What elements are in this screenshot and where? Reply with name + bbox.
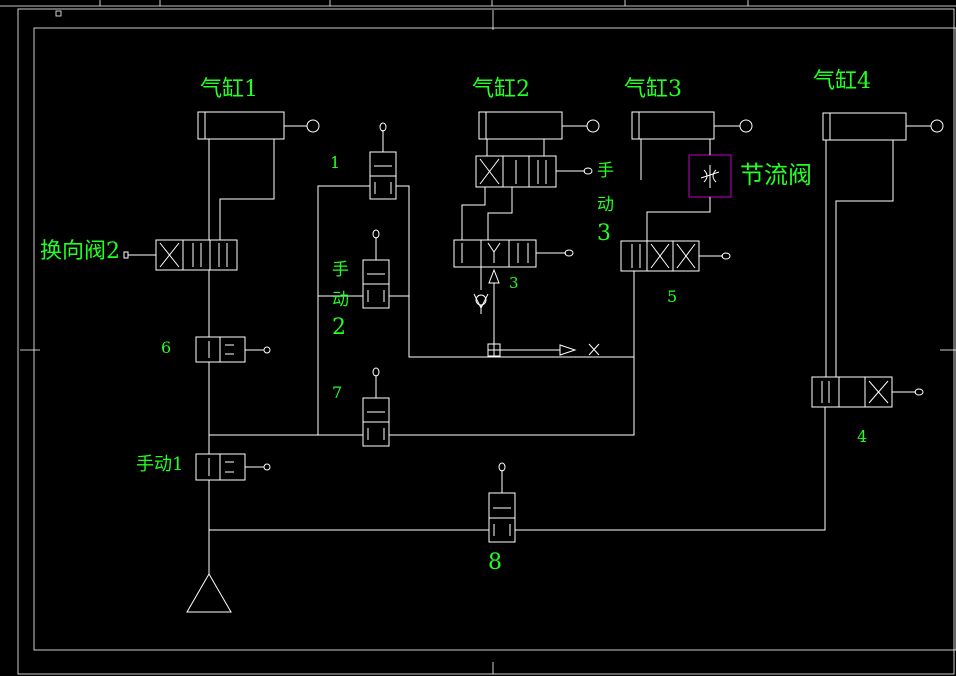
centering-marks: [20, 10, 956, 674]
pipe-lines: [208, 139, 894, 574]
valve-1: [369, 122, 397, 200]
manual-valve-3: [475, 155, 593, 188]
label-manual-3-char2: 动: [597, 195, 614, 215]
label-valve-1: 1: [330, 153, 340, 172]
label-manual-2-char3: 2: [332, 315, 346, 340]
label-valve-7: 7: [332, 383, 342, 402]
throttle-valve: [688, 154, 732, 198]
label-valve-6: 6: [161, 338, 171, 357]
air-source-triangle: [186, 573, 232, 613]
inner-frame: [33, 27, 956, 651]
label-manual-1: 手动1: [136, 454, 183, 475]
label-manual-3-char1: 手: [597, 161, 614, 181]
label-manual-2-char1: 手: [332, 260, 349, 280]
valve-7: [362, 367, 390, 447]
cylinder-1: [197, 111, 320, 140]
manual-valve-1: [195, 453, 271, 481]
label-cylinder-1: 气缸1: [200, 77, 258, 102]
label-valve-4: 4: [857, 427, 867, 446]
cylinder-4: [822, 112, 944, 141]
cylinder-3: [631, 111, 753, 140]
label-cylinder-2: 气缸2: [472, 77, 530, 102]
valve-8: [488, 462, 516, 543]
label-cylinder-3: 气缸3: [624, 77, 682, 102]
directional-valve-2: [123, 239, 238, 271]
label-directional-valve-2: 换向阀2: [40, 239, 120, 264]
label-cylinder-4: 气缸4: [813, 69, 871, 94]
top-toolbar-strip: [0, 0, 956, 17]
valve-5: [620, 240, 731, 272]
cylinder-2: [478, 111, 600, 140]
check-valve: [473, 267, 489, 314]
label-valve-3: 3: [509, 274, 519, 292]
label-throttle-valve: 节流阀: [740, 161, 812, 189]
manual-valve-2: [362, 229, 390, 309]
label-valve-8: 8: [488, 550, 502, 575]
label-valve-5: 5: [667, 287, 677, 306]
label-manual-2-char2: 动: [332, 290, 349, 310]
label-manual-3-char3: 3: [597, 221, 611, 246]
valve-4: [811, 376, 924, 408]
valve-3: [453, 239, 574, 352]
outer-frame: [17, 8, 955, 675]
valve-6: [195, 336, 271, 363]
